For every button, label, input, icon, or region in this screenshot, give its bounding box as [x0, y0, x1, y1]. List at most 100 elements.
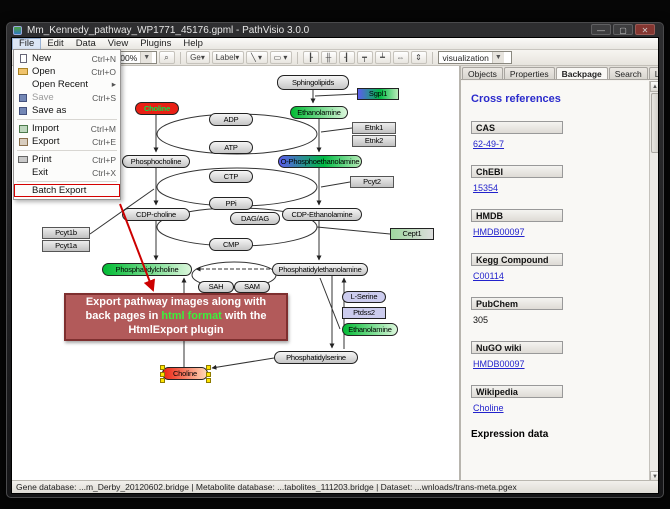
chevron-down-icon: ▼	[140, 52, 153, 63]
statusbar: Gene database: ...m_Derby_20120602.bridg…	[12, 480, 658, 493]
file-menu-item-batch-export[interactable]: Batch Export	[14, 184, 120, 197]
xref-source-header: CAS	[471, 121, 563, 134]
xref-id[interactable]: HMDB00097	[473, 227, 525, 237]
xref-id[interactable]: Choline	[473, 403, 504, 413]
annotation-text: Export pathway images along with back pa…	[72, 296, 280, 337]
zoom-fit-button[interactable]: ⌕	[158, 51, 175, 64]
tab-backpage[interactable]: Backpage	[555, 67, 608, 79]
annotation-callout: Export pathway images along with back pa…	[64, 293, 288, 341]
pathway-node-phosphocholine[interactable]: Phosphocholine	[122, 155, 190, 168]
xref-id: 305	[473, 315, 489, 325]
match-height-button[interactable]: ⇕	[410, 51, 427, 64]
pathway-node-etnk2[interactable]: Etnk2	[352, 135, 396, 147]
tab-properties[interactable]: Properties	[503, 67, 555, 79]
selection-handle[interactable]	[206, 371, 211, 377]
pathway-node-sah[interactable]: SAH	[198, 281, 234, 293]
menu-plugins[interactable]: Plugins	[140, 37, 172, 49]
pathway-node-choline[interactable]: Choline	[160, 365, 211, 383]
pathway-node-sam[interactable]: SAM	[234, 281, 270, 293]
menu-file[interactable]: File	[12, 38, 42, 50]
menubar: File Edit Data View Plugins Help	[12, 38, 658, 50]
selection-handle[interactable]	[160, 371, 165, 377]
line-tool-button[interactable]: ╲ ▾	[245, 51, 268, 64]
selection-handle[interactable]	[160, 365, 165, 370]
pathway-node-adp[interactable]: ADP	[209, 113, 253, 126]
pathway-node-atp[interactable]: ATP	[209, 141, 253, 154]
scroll-up-icon[interactable]: ▲	[650, 81, 658, 92]
file-menu-item-open-recent[interactable]: Open Recent▸	[14, 78, 120, 91]
selection-handle[interactable]	[206, 378, 211, 383]
pathway-node-phosphatidylcholine[interactable]: Phosphatidylcholine	[102, 263, 192, 276]
shape-tool-button[interactable]: ▭ ▾	[269, 51, 292, 64]
pathway-node-ethanolamine[interactable]: Ethanolamine	[342, 323, 398, 336]
splitter[interactable]	[459, 66, 461, 482]
pathway-node-phosphatidylethanolamine[interactable]: Phosphatidylethanolamine	[272, 263, 368, 276]
menu-data[interactable]: Data	[75, 37, 96, 49]
pathway-node-cept1[interactable]: Cept1	[390, 228, 434, 240]
xref-id[interactable]: 15354	[473, 183, 499, 193]
sidebar: ObjectsPropertiesBackpageSearchLegend Cr…	[461, 66, 658, 482]
save-icon	[17, 93, 29, 102]
align-center-button[interactable]: ╫	[320, 51, 337, 64]
align-right-button[interactable]: ┨	[338, 51, 355, 64]
pathway-node-pcyt1a[interactable]: Pcyt1a	[42, 240, 90, 252]
menu-edit[interactable]: Edit	[47, 37, 64, 49]
tab-search[interactable]: Search	[608, 67, 648, 79]
label-tool-button[interactable]: Label▾	[211, 51, 244, 64]
pathway-node-o-phosphoethanolamine[interactable]: O-Phosphoethanolamine	[278, 155, 362, 168]
xref-id[interactable]: 62-49-7	[473, 139, 505, 149]
tab-objects[interactable]: Objects	[462, 67, 503, 79]
pathway-node-ptdss2[interactable]: Ptdss2	[342, 307, 386, 319]
pathway-node-ethanolamine[interactable]: Ethanolamine	[290, 106, 348, 119]
toolbar-separator	[296, 51, 298, 64]
pathway-node-choline[interactable]: Choline	[135, 102, 179, 115]
close-button[interactable]: ✕	[635, 24, 655, 35]
menu-help[interactable]: Help	[183, 37, 203, 49]
xref-source-header: Kegg Compound	[471, 253, 563, 266]
zoom-select[interactable]: 100% ▼	[110, 51, 157, 64]
pathway-node-etnk1[interactable]: Etnk1	[352, 122, 396, 134]
xref-id[interactable]: HMDB00097	[473, 359, 525, 369]
pathway-node-ctp[interactable]: CTP	[209, 170, 253, 183]
datanode-tool-button[interactable]: Ge▾	[185, 51, 210, 64]
pathway-node-ppi[interactable]: PPi	[209, 197, 253, 210]
pathway-node-pcyt1b[interactable]: Pcyt1b	[42, 227, 90, 239]
pathway-node-dag-ag[interactable]: DAG/AG	[230, 212, 280, 225]
pathvisio-app-icon	[13, 25, 22, 35]
pathway-node-pcyt2[interactable]: Pcyt2	[350, 176, 394, 188]
pathway-node-cdp-ethanolamine[interactable]: CDP-Ethanolamine	[282, 208, 362, 221]
maximize-button[interactable]: ▢	[613, 24, 633, 35]
pathway-node-cmp[interactable]: CMP	[209, 238, 253, 251]
menu-item-label: Batch Export	[32, 185, 87, 196]
menu-view[interactable]: View	[107, 37, 129, 49]
scrollbar-thumb[interactable]	[651, 93, 658, 153]
visualization-select[interactable]: visualization ▼	[437, 51, 512, 64]
pathway-node-phosphatidylserine[interactable]: Phosphatidylserine	[274, 351, 358, 364]
xref-source-header: ChEBI	[471, 165, 563, 178]
titlebar[interactable]: Mm_Kennedy_pathway_WP1771_45176.gpml - P…	[7, 23, 663, 37]
tab-legend[interactable]: Legend	[648, 67, 658, 79]
align-left-button[interactable]: ┠	[302, 51, 319, 64]
xref-id[interactable]: C00114	[473, 271, 504, 281]
pathway-node-cdp-choline[interactable]: CDP-choline	[122, 208, 190, 221]
pathway-node-sgpl1[interactable]: Sgpl1	[357, 88, 399, 100]
menu-item-shortcut: Ctrl+P	[92, 154, 116, 165]
menu-item-shortcut: Ctrl+S	[92, 92, 116, 103]
pathway-node-sphingolipids[interactable]: Sphingolipids	[277, 75, 349, 90]
align-bottom-button[interactable]: ┷	[374, 51, 391, 64]
match-width-button[interactable]: ⇔	[392, 51, 409, 64]
minimize-button[interactable]: —	[591, 24, 611, 35]
align-top-button[interactable]: ┯	[356, 51, 373, 64]
sidebar-scrollbar[interactable]: ▲ ▼	[649, 81, 658, 482]
selection-handle[interactable]	[160, 378, 165, 383]
pathway-node-l-serine[interactable]: L-Serine	[342, 291, 386, 303]
selection-handle[interactable]	[206, 365, 211, 370]
file-menu-item-save-as[interactable]: Save as	[14, 104, 120, 117]
